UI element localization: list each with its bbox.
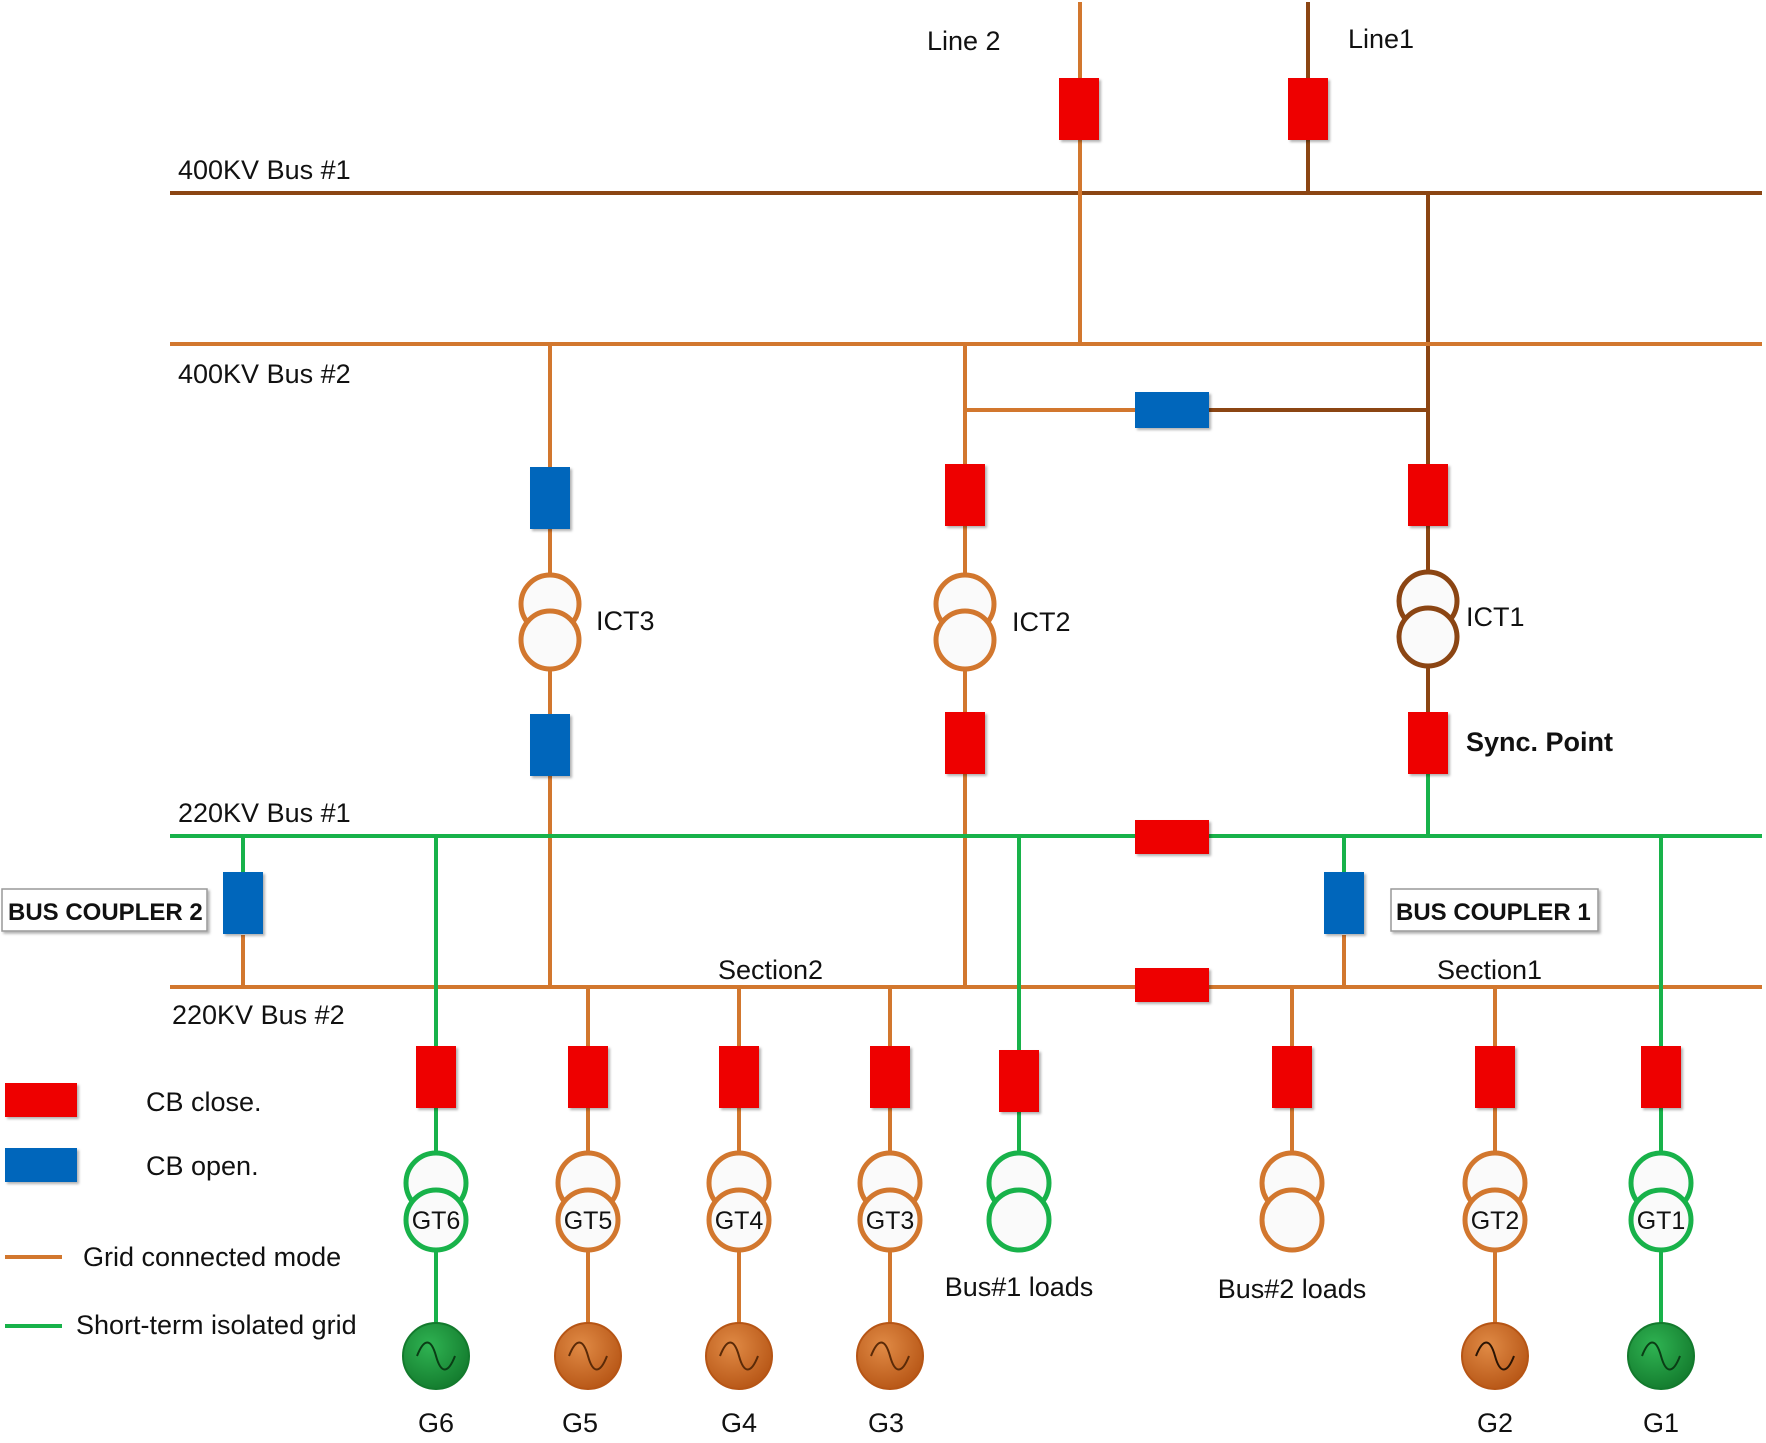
gt4-label: GT4: [715, 1207, 764, 1235]
bus2-loads-transformer-icon: [1259, 1150, 1325, 1253]
legend-grid-connected-label: Grid connected mode: [83, 1242, 341, 1272]
cb-gt2-closed: [1475, 1046, 1515, 1108]
gt4-transformer-icon: [706, 1150, 772, 1253]
cb-bus-coupler-2-open: [223, 872, 263, 934]
g6-label: G6: [418, 1408, 454, 1438]
legend: [5, 1083, 77, 1328]
section2-label: Section2: [718, 955, 823, 985]
ict1-label: ICT1: [1466, 602, 1525, 632]
cb-400kv-tie-open: [1135, 392, 1209, 428]
bus1-loads-label: Bus#1 loads: [945, 1272, 1094, 1302]
brown-wires: [170, 2, 1762, 740]
legend-cb-open-swatch: [5, 1148, 77, 1182]
cb-ict3-lv-open: [530, 714, 570, 776]
gt6-label: GT6: [412, 1207, 461, 1235]
cb-bus-coupler-1-open: [1324, 872, 1364, 934]
cb-ict1-hv-closed: [1408, 464, 1448, 526]
text-labels: Line 2 Line1 400KV Bus #1 400KV Bus #2 I…: [8, 24, 1685, 1438]
gt5-transformer-icon: [555, 1150, 621, 1253]
generators: [402, 1322, 1695, 1390]
cb-gt6-closed: [416, 1046, 456, 1108]
bus-coupler-1-label: BUS COUPLER 1: [1396, 899, 1591, 926]
bus-220kv-1-label: 220KV Bus #1: [178, 798, 351, 828]
cb-line1-closed: [1288, 78, 1328, 140]
cb-gt5-closed: [568, 1046, 608, 1108]
cb-gt1-closed: [1641, 1046, 1681, 1108]
g2-label: G2: [1477, 1408, 1513, 1438]
circuit-breakers: [223, 78, 1681, 1112]
legend-cb-close-swatch: [5, 1083, 77, 1117]
bus-400kv-2-label: 400KV Bus #2: [178, 359, 351, 389]
cb-220kv-bus1-section-closed: [1135, 820, 1209, 854]
g2-generator-icon: [1461, 1322, 1529, 1390]
bus2-loads-label: Bus#2 loads: [1218, 1274, 1367, 1304]
g3-label: G3: [868, 1408, 904, 1438]
transformers: [403, 569, 1694, 1253]
ict3-label: ICT3: [596, 606, 655, 636]
ict3-transformer-icon: [518, 572, 582, 672]
orange-wires: [170, 2, 1762, 1355]
g3-generator-icon: [856, 1322, 924, 1390]
line1-label: Line1: [1348, 24, 1414, 54]
ict2-transformer-icon: [933, 572, 997, 672]
cb-sync-point-closed: [1408, 712, 1448, 774]
bus-220kv-2-label: 220KV Bus #2: [172, 1000, 345, 1030]
bus-400kv-1-label: 400KV Bus #1: [178, 155, 351, 185]
gt5-label: GT5: [564, 1207, 613, 1235]
legend-cb-close-label: CB close.: [146, 1087, 262, 1117]
g5-generator-icon: [554, 1322, 622, 1390]
cb-bus1-loads-closed: [999, 1050, 1039, 1112]
ict1-transformer-icon: [1396, 569, 1460, 669]
bus1-loads-transformer-icon: [986, 1150, 1052, 1253]
bus-coupler-2-label: BUS COUPLER 2: [8, 899, 203, 926]
gt1-transformer-icon: [1628, 1150, 1694, 1253]
g1-generator-icon: [1627, 1322, 1695, 1390]
g4-label: G4: [721, 1408, 757, 1438]
g6-generator-icon: [402, 1322, 470, 1390]
cb-bus2-loads-closed: [1272, 1046, 1312, 1108]
line2-label: Line 2: [927, 26, 1001, 56]
cb-line2-closed: [1059, 78, 1099, 140]
g4-generator-icon: [705, 1322, 773, 1390]
ict2-label: ICT2: [1012, 607, 1071, 637]
legend-cb-open-label: CB open.: [146, 1151, 259, 1181]
legend-isolated-grid-label: Short-term isolated grid: [76, 1310, 357, 1340]
g1-label: G1: [1643, 1408, 1679, 1438]
cb-ict2-lv-closed: [945, 712, 985, 774]
cb-ict3-hv-open: [530, 467, 570, 529]
cb-220kv-bus2-section-closed: [1135, 968, 1209, 1002]
gt3-label: GT3: [866, 1207, 915, 1235]
gt6-transformer-icon: [403, 1150, 469, 1253]
sync-point-label: Sync. Point: [1466, 727, 1613, 757]
gt2-label: GT2: [1471, 1207, 1520, 1235]
cb-gt3-closed: [870, 1046, 910, 1108]
gt3-transformer-icon: [857, 1150, 923, 1253]
cb-gt4-closed: [719, 1046, 759, 1108]
gt1-label: GT1: [1637, 1207, 1686, 1235]
section1-label: Section1: [1437, 955, 1542, 985]
g5-label: G5: [562, 1408, 598, 1438]
gt2-transformer-icon: [1462, 1150, 1528, 1253]
wires: [170, 2, 1762, 1355]
bus-coupler-label-boxes: [1, 888, 1599, 932]
cb-ict2-hv-closed: [945, 464, 985, 526]
